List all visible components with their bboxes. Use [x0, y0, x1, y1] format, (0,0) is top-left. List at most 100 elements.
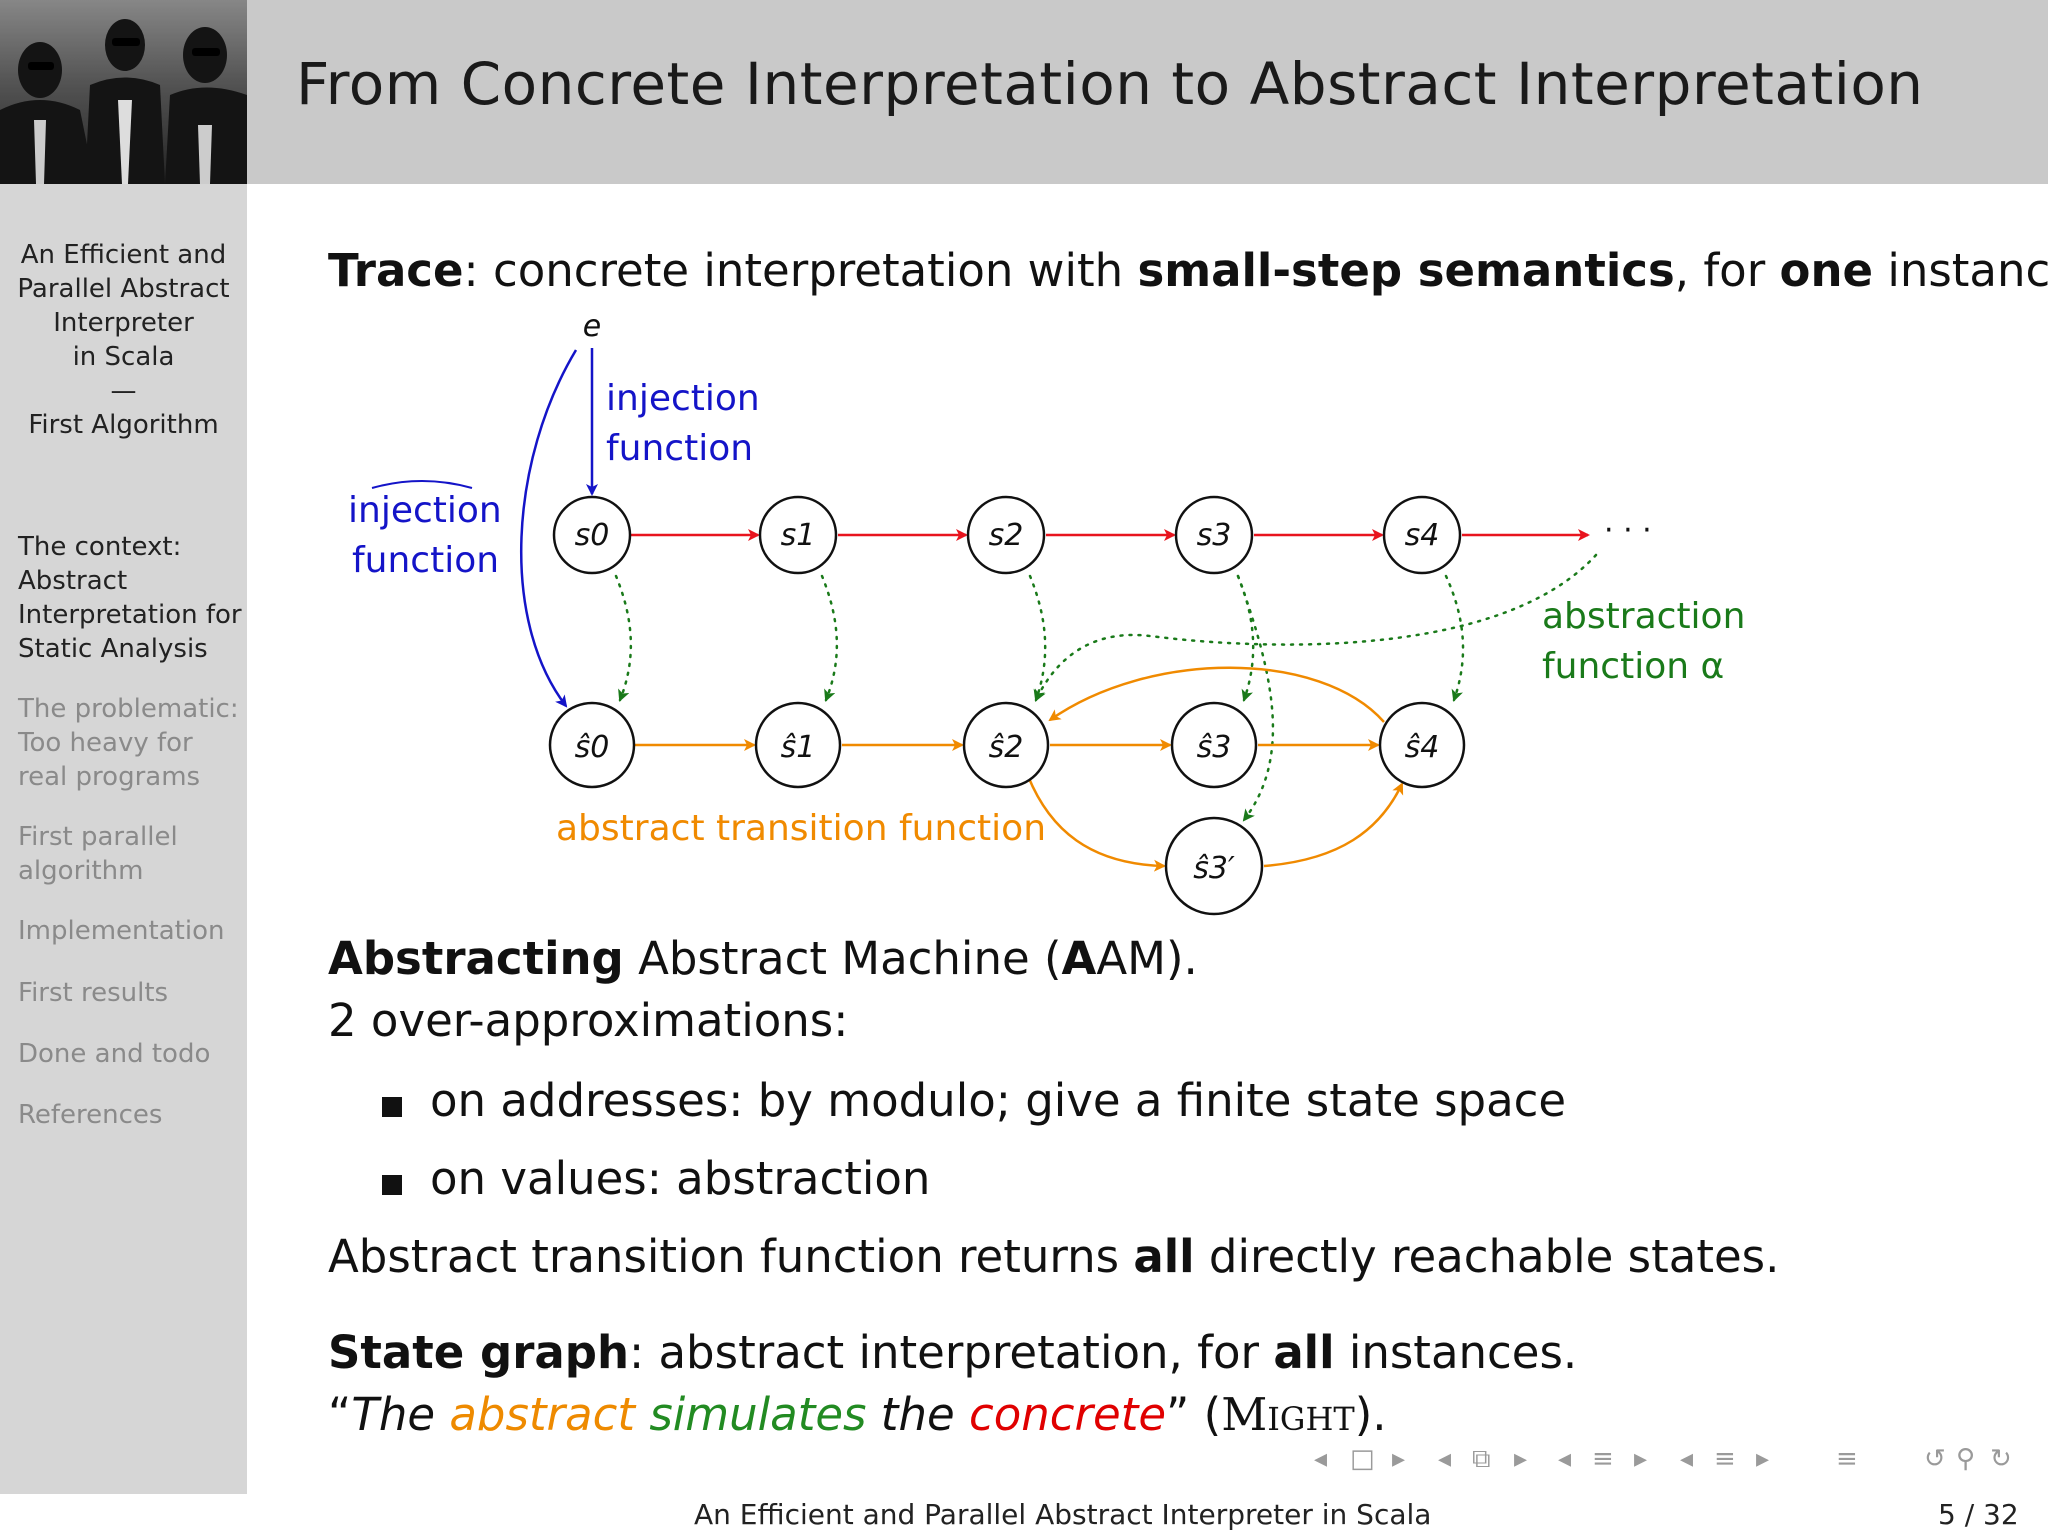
might-quote: “The abstract simulates the concrete” (M… [328, 1388, 1387, 1441]
concrete-state-node [966, 495, 1046, 575]
sidebar-item-label: algorithm [18, 856, 144, 886]
concrete-state-label: s3 [1197, 518, 1232, 553]
concrete-state-node [758, 495, 838, 575]
abstraction-arrow [820, 574, 839, 702]
sidebar-item-implementation[interactable]: Implementation [18, 914, 224, 948]
sidebar-item-label: Abstract [18, 566, 128, 596]
header-photo [0, 0, 247, 184]
injection-label-2: function [606, 428, 753, 469]
bullet-square-icon [382, 1175, 402, 1195]
abstract-state-label: ŝ3 [1197, 730, 1232, 765]
back-icon[interactable]: ↺ [1924, 1444, 1946, 1474]
nav-next-subsection-icon[interactable]: ▸ [1514, 1444, 1528, 1474]
abstraction-arrow [1236, 574, 1255, 702]
sidebar-item-label: Implementation [18, 916, 225, 946]
sidebar-item-label: Done and todo [18, 1039, 211, 1069]
quote-simulates-word: simulates [649, 1388, 867, 1441]
sidebar-item-label: The problematic: [18, 694, 239, 724]
nav-appendix-icon[interactable]: ≡ [1836, 1444, 1858, 1474]
sidebar-item-context[interactable]: The context: Abstract Interpretation for… [18, 530, 242, 666]
forward-icon[interactable]: ↻ [1990, 1444, 2012, 1474]
nav-next-frame-icon[interactable]: ▸ [1392, 1444, 1406, 1474]
trace-text: : concrete interpretation with [463, 244, 1138, 297]
abstract-state-node [548, 701, 636, 789]
abstraction-arrow [1028, 574, 1047, 702]
sidebar-item-label: Static Analysis [18, 634, 208, 664]
nav-subsection-icon[interactable]: ⧉ [1472, 1444, 1491, 1474]
concrete-state-label: s1 [781, 518, 816, 553]
quote-mark: ” ( [1166, 1388, 1222, 1441]
abstract-branch-arrow [1026, 775, 1166, 872]
abstraction-arrow [1444, 574, 1465, 702]
abstract-state-label: ŝ2 [989, 730, 1024, 765]
nav-next-document-icon[interactable]: ▸ [1756, 1444, 1770, 1474]
abstract-merge-arrow [1263, 782, 1404, 868]
all-term: all [1273, 1326, 1335, 1379]
sentence-text: : abstract interpretation, for [629, 1326, 1274, 1379]
injection-hat-label-1: injection [348, 490, 502, 531]
injection-hat-label-2: function [352, 540, 499, 581]
abstract-transition-label: abstract transition function [556, 808, 1046, 849]
nav-frame-icon[interactable]: □ [1350, 1444, 1375, 1474]
abstract-state-label: ŝ1 [781, 730, 816, 765]
aam-a-term: A [1061, 932, 1097, 985]
nav-document-icon[interactable]: ≡ [1714, 1444, 1736, 1474]
nav-section-icon[interactable]: ≡ [1592, 1444, 1614, 1474]
sidebar-item-done-and-todo[interactable]: Done and todo [18, 1037, 210, 1071]
abstraction-arrow [1236, 574, 1275, 822]
sidebar-item-label: First parallel [18, 822, 178, 852]
quote-text: the [866, 1388, 969, 1441]
injection-label-1: injection [606, 378, 760, 419]
sidebar-presentation-title[interactable]: An Efficient and Parallel Abstract Inter… [0, 238, 247, 442]
nav-prev-frame-icon[interactable]: ◂ [1314, 1444, 1328, 1474]
all-term: all [1133, 1230, 1195, 1283]
search-icon[interactable]: ⚲ [1956, 1444, 1976, 1474]
bullet-square-icon [382, 1097, 402, 1117]
abstract-state-node [1378, 701, 1466, 789]
aam-text: Abstract Machine ( [623, 932, 1062, 985]
sidebar-navigation: An Efficient and Parallel Abstract Inter… [0, 184, 247, 1494]
abstract-transition-sentence: Abstract transition function returns all… [328, 1230, 1779, 1283]
abstraction-arrow [1034, 553, 1598, 702]
hat-mark [371, 480, 473, 489]
footer-title: An Efficient and Parallel Abstract Inter… [694, 1498, 1432, 1531]
sidebar-item-first-results[interactable]: First results [18, 976, 168, 1010]
sidebar-title-line: First Algorithm [28, 410, 219, 440]
abstract-state-node [754, 701, 842, 789]
abstract-state-node [962, 701, 1050, 789]
aam-sentence: Abstracting Abstract Machine (AAM). [328, 932, 1198, 985]
state-graph-term: State graph [328, 1326, 630, 1379]
sentence-text: directly reachable states. [1194, 1230, 1780, 1283]
quote-concrete-word: concrete [968, 1388, 1167, 1441]
nav-prev-section-icon[interactable]: ◂ [1558, 1444, 1572, 1474]
abstraction-arrow [614, 574, 633, 702]
over-approximations-line: 2 over-approximations: [328, 994, 849, 1047]
sidebar-item-label: real programs [18, 762, 201, 792]
sidebar-title-line: Parallel Abstract [17, 274, 230, 304]
concrete-state-label: s4 [1405, 518, 1440, 553]
sidebar-item-label: References [18, 1100, 163, 1130]
nav-prev-document-icon[interactable]: ◂ [1680, 1444, 1694, 1474]
trace-text: instance. [1887, 244, 2048, 297]
quote-text: The [351, 1388, 450, 1441]
abstract-state-label: ŝ0 [575, 730, 610, 765]
small-step-term: small-step semantics [1137, 244, 1675, 297]
nav-prev-subsection-icon[interactable]: ◂ [1438, 1444, 1452, 1474]
sidebar-title-line: An Efficient and [20, 240, 227, 270]
sidebar-item-problematic[interactable]: The problematic: Too heavy for real prog… [18, 692, 239, 794]
concrete-state-node [1382, 495, 1462, 575]
sidebar-title-line: — [110, 376, 137, 406]
one-term: one [1779, 244, 1874, 297]
nav-next-section-icon[interactable]: ▸ [1634, 1444, 1648, 1474]
sidebar-item-label: Interpretation for [18, 600, 242, 630]
trace-term: Trace [328, 244, 464, 297]
concrete-state-node [1174, 495, 1254, 575]
sidebar-item-references[interactable]: References [18, 1098, 162, 1132]
aam-text: AM). [1096, 932, 1198, 985]
ellipsis: · · · [1604, 513, 1652, 548]
concrete-state-label: s2 [989, 518, 1024, 553]
sentence-text: Abstract transition function returns [328, 1230, 1134, 1283]
sidebar-item-first-parallel-algorithm[interactable]: First parallel algorithm [18, 820, 178, 888]
page-number: 5 / 32 [1938, 1498, 2019, 1531]
